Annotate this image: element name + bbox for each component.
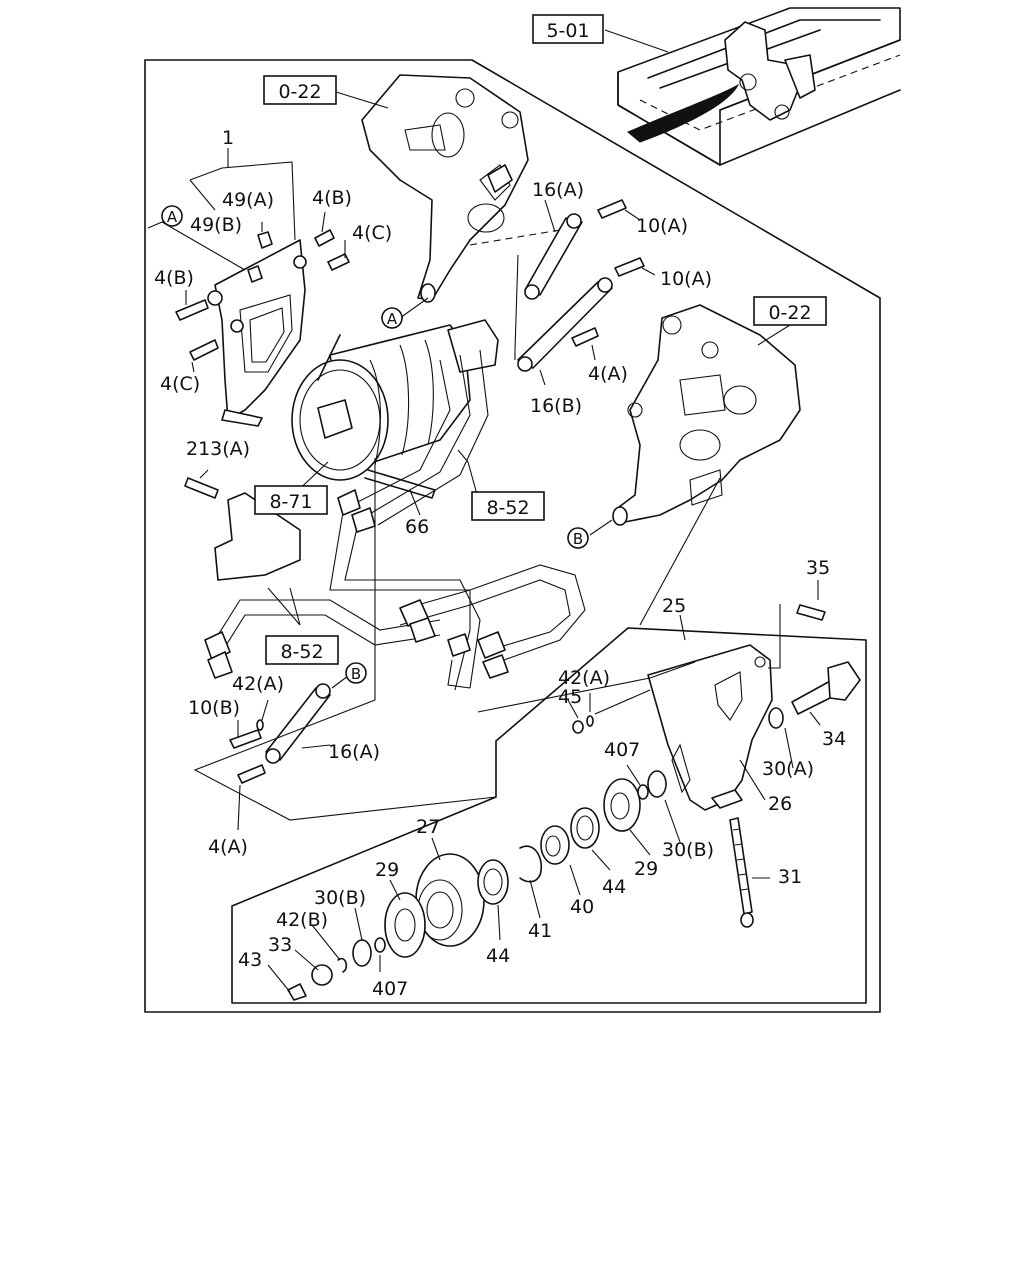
label-1: 1 (222, 127, 234, 149)
label-4b-left: 4(B) (154, 267, 194, 289)
label-49a: 49(A) (222, 189, 274, 211)
label-49b: 49(B) (190, 214, 242, 236)
label-407-top: 407 (604, 739, 640, 761)
circle-a-mid: A (387, 310, 398, 328)
ac-compressor (291, 319, 499, 499)
label-41: 41 (528, 920, 552, 942)
ref-8-52-mid: 8-52 (486, 497, 529, 519)
idler-pulley-group (287, 770, 667, 1001)
label-26: 26 (768, 793, 792, 815)
label-407-low: 407 (372, 978, 408, 1000)
label-42a-right: 42(A) (558, 667, 610, 689)
compressor-bracket (207, 239, 307, 427)
label-33: 33 (268, 934, 292, 956)
circle-a-left: A (167, 208, 178, 226)
circle-marker-b-right (567, 527, 589, 549)
label-66: 66 (405, 516, 429, 538)
label-30b-right: 30(B) (662, 839, 714, 861)
circle-b-right: B (573, 530, 583, 548)
ref-box-0-22-top (263, 75, 337, 105)
label-34: 34 (822, 728, 846, 750)
label-10a-2: 10(A) (660, 268, 712, 290)
label-213a: 213(A) (186, 438, 250, 460)
ref-0-22-top: 0-22 (278, 81, 321, 103)
ref-box-5-01 (532, 14, 604, 44)
circle-marker-a-mid (381, 307, 403, 329)
ref-box-8-52-mid (471, 491, 545, 521)
label-27: 27 (416, 816, 440, 838)
label-42b: 42(B) (276, 909, 328, 931)
label-45: 45 (558, 686, 582, 708)
label-44-right: 44 (602, 876, 626, 898)
engine-block-inset (617, 7, 901, 166)
label-30a: 30(A) (762, 758, 814, 780)
support-rods (265, 213, 613, 764)
tensioner-bolt (729, 661, 861, 928)
label-40: 40 (570, 896, 594, 918)
right-mounting-bracket (612, 304, 801, 526)
ref-0-22-right: 0-22 (768, 302, 811, 324)
main-frame (144, 59, 881, 1013)
label-4a-low: 4(A) (208, 836, 248, 858)
label-16b: 16(B) (530, 395, 582, 417)
label-42a-left: 42(A) (232, 673, 284, 695)
label-10a-1: 10(A) (636, 215, 688, 237)
ref-5-01: 5-01 (546, 20, 589, 42)
label-10b: 10(B) (188, 697, 240, 719)
label-16a-top: 16(A) (532, 179, 584, 201)
label-30b-left: 30(B) (314, 887, 366, 909)
label-4c-top: 4(C) (352, 222, 392, 244)
ref-8-71: 8-71 (269, 491, 312, 513)
pulley-group-frame (231, 627, 867, 1004)
label-44-left: 44 (486, 945, 510, 967)
ref-box-0-22-right (753, 296, 827, 326)
label-16a-low: 16(A) (328, 741, 380, 763)
circle-b-low: B (351, 665, 361, 683)
label-4a-mid: 4(A) (588, 363, 628, 385)
label-29-left: 29 (375, 859, 399, 881)
circle-marker-a-left (161, 205, 183, 227)
tensioner-bracket (647, 644, 773, 811)
ref-box-8-52-low (265, 635, 339, 665)
upper-mounting-bracket (361, 74, 529, 303)
label-4b-top: 4(B) (312, 187, 352, 209)
ref-8-52-low: 8-52 (280, 641, 323, 663)
label-25: 25 (662, 595, 686, 617)
refrigerant-hoses (204, 349, 586, 691)
label-4c-left: 4(C) (160, 373, 200, 395)
fasteners (175, 199, 826, 784)
ref-box-8-71 (254, 485, 328, 515)
label-43: 43 (238, 949, 262, 971)
label-29-right: 29 (634, 858, 658, 880)
circle-marker-b-low (345, 662, 367, 684)
label-35: 35 (806, 557, 830, 579)
label-31: 31 (778, 866, 802, 888)
leader-lines (147, 29, 821, 993)
